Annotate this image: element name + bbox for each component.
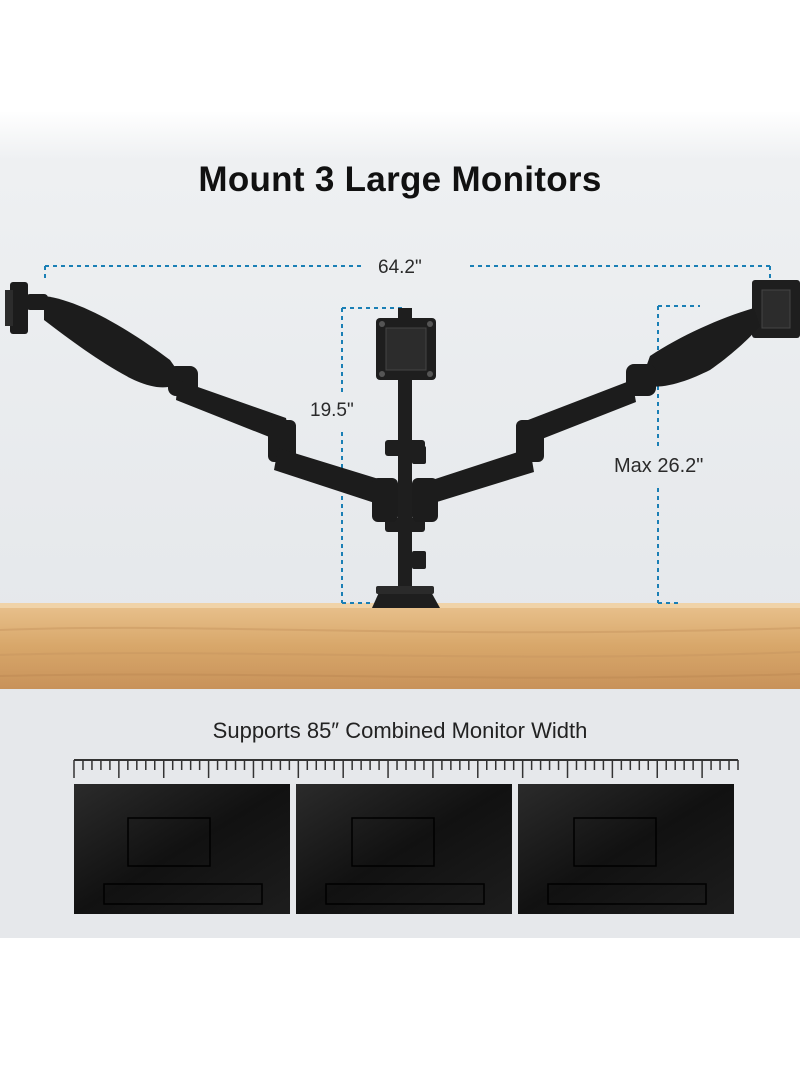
dimension-lines — [44, 265, 771, 604]
desk — [0, 603, 800, 689]
pole-height-label: 19.5" — [310, 400, 354, 421]
footer-background — [0, 938, 800, 1091]
monitor-arm-left-icon — [5, 282, 398, 522]
center-pole — [372, 358, 440, 608]
monitor-back-center-icon — [296, 784, 512, 914]
monitor-back-left-icon — [74, 784, 290, 914]
monitor-back-right-icon — [518, 784, 734, 914]
monitor-arm-center-icon — [376, 308, 436, 380]
ruler-icon — [73, 759, 739, 778]
monitor-arm-right-icon — [412, 280, 800, 522]
supports-caption: Supports 85″ Combined Monitor Width — [212, 718, 588, 743]
header-background — [0, 0, 800, 112]
max-height-label: Max 26.2" — [614, 455, 704, 477]
page-title: Mount 3 Large Monitors — [198, 160, 602, 199]
total-width-label: 64.2" — [378, 257, 422, 278]
